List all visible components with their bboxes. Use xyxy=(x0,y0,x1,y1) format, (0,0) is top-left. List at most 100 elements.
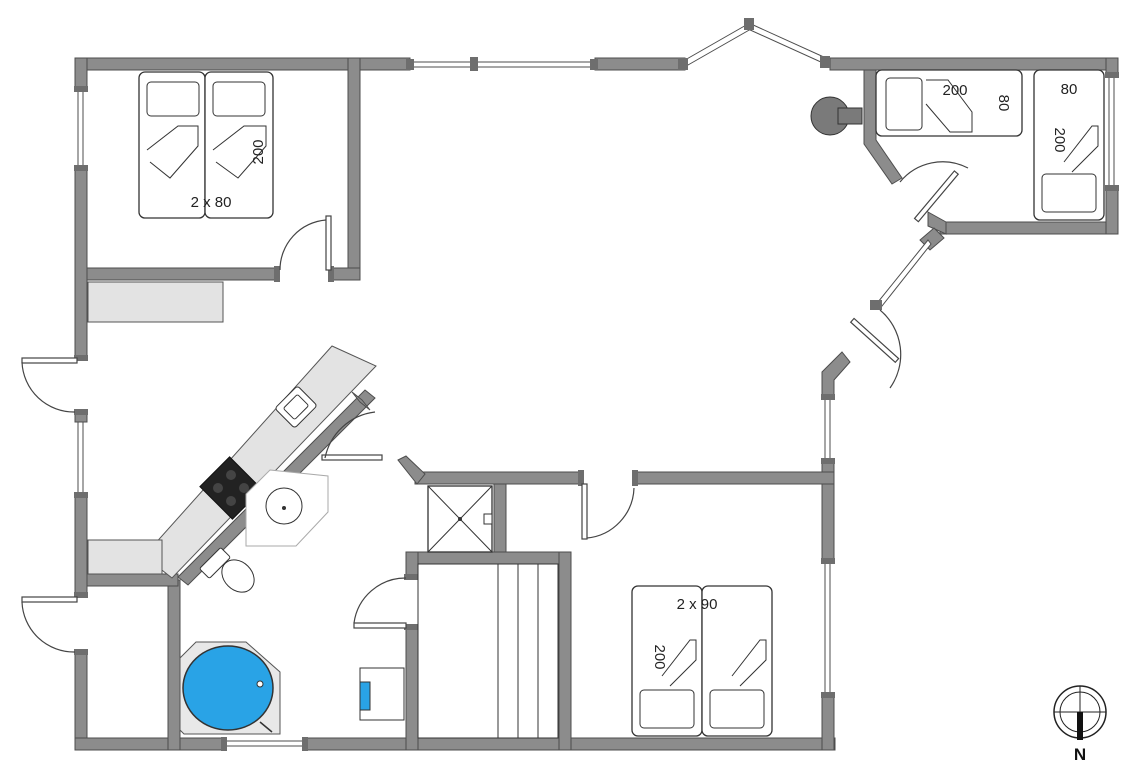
window-marker xyxy=(632,470,638,486)
door-swing-se-bedroom xyxy=(586,487,635,539)
bathroom xyxy=(179,485,493,735)
window-west-2 xyxy=(77,421,84,496)
window-marker xyxy=(1105,72,1119,78)
bedroom-ne: 200 80 80 200 xyxy=(810,69,1105,221)
door-se-bedroom[interactable] xyxy=(581,483,588,540)
wall-ne-angle-1 xyxy=(829,57,1119,71)
bed-ne-length-label: 200 xyxy=(942,82,967,99)
cooktop-burner xyxy=(226,496,236,506)
door-nw-bedroom[interactable] xyxy=(325,215,332,271)
window-marker xyxy=(404,624,420,630)
bed-nw-width-label: 2 x 80 xyxy=(191,194,232,211)
wall-nw-bedroom-stub xyxy=(331,267,361,281)
pillow-ne-horizontal xyxy=(885,77,923,131)
duvet-fold-ne-horizontal xyxy=(925,79,973,133)
window-marker xyxy=(74,649,88,655)
washbasin-drain xyxy=(282,506,286,510)
door-ne-bedroom[interactable] xyxy=(913,170,960,223)
window-marker xyxy=(404,574,420,580)
wall-west-1 xyxy=(74,57,88,91)
window-marker xyxy=(744,18,754,30)
window-bay-2 xyxy=(747,23,827,64)
window-markers xyxy=(74,18,1119,751)
bathtub-water[interactable] xyxy=(182,645,274,731)
bathtub-faucet xyxy=(259,721,273,733)
window-marker xyxy=(821,458,835,464)
pillow-nw-right xyxy=(212,81,266,117)
pillow-nw-left xyxy=(146,81,200,117)
wall-east-2 xyxy=(821,694,835,751)
cooktop-burner xyxy=(226,470,236,480)
door-swing-bathroom xyxy=(324,411,376,459)
walls xyxy=(74,57,1119,751)
pillow-se-left xyxy=(639,689,695,729)
kitchen-sink[interactable] xyxy=(275,386,317,428)
window-ne-diagonal xyxy=(877,239,932,307)
window-marker xyxy=(821,692,835,698)
compass-north-label: N xyxy=(1074,745,1086,764)
window-ne-east xyxy=(1108,75,1115,191)
duvet-fold-nw-left xyxy=(146,125,199,179)
toilet[interactable] xyxy=(215,553,260,598)
door-utility[interactable] xyxy=(353,622,407,629)
utility-shelf xyxy=(417,563,559,739)
wall-bedroom3-west xyxy=(558,551,572,751)
hall-ledge xyxy=(87,539,163,575)
wall-hall-diagonal-2 xyxy=(397,455,426,485)
window-marker xyxy=(1105,185,1119,191)
compass: N xyxy=(1053,685,1107,764)
door-west-lower[interactable] xyxy=(21,596,78,603)
window-marker xyxy=(74,492,88,498)
bed-se-width-label: 2 x 90 xyxy=(677,596,718,613)
duvet-fold-nw-right xyxy=(212,125,267,179)
bed-ne-vertical-width-label: 80 xyxy=(1061,81,1078,98)
door-swing-ne-bedroom xyxy=(899,161,969,183)
door-swing-west-lower xyxy=(21,601,76,653)
door-bathroom[interactable] xyxy=(321,454,383,461)
wall-ne-bedroom-south xyxy=(939,221,1119,235)
bedroom-nw: 2 x 80 200 xyxy=(87,71,274,323)
bed-ne-vertical-length-label: 200 xyxy=(1051,127,1068,152)
pillow-ne-vertical xyxy=(1041,173,1097,213)
wall-ne-angle-2 xyxy=(863,69,903,185)
kitchen xyxy=(87,345,377,598)
wall-west-4 xyxy=(74,494,88,596)
window-marker xyxy=(821,558,835,564)
door-swing-west-entry xyxy=(21,361,76,413)
door-east-terrace[interactable] xyxy=(849,317,900,364)
wall-west-5 xyxy=(74,651,88,751)
window-east-1 xyxy=(824,561,831,696)
window-marker xyxy=(870,300,882,310)
windows xyxy=(77,23,1115,747)
door-west-entry[interactable] xyxy=(21,357,78,364)
window-marker xyxy=(74,355,88,361)
wall-se-bedroom-north xyxy=(635,471,835,485)
duvet-fold-se-right xyxy=(731,639,767,687)
duvet-fold-ne-vertical xyxy=(1063,125,1099,173)
wall-ne-divider xyxy=(927,211,947,235)
window-marker xyxy=(74,165,88,171)
window-marker xyxy=(406,59,414,70)
cooktop-burner xyxy=(213,483,223,493)
wall-shower-east xyxy=(493,483,507,557)
sink-basin xyxy=(283,394,309,420)
window-marker xyxy=(302,737,308,751)
wall-nw-bedroom-south xyxy=(86,267,280,281)
wall-north-2 xyxy=(594,57,686,71)
window-bay-1 xyxy=(684,23,752,66)
window-south-1 xyxy=(224,740,306,747)
wall-nw-bedroom-east xyxy=(347,57,361,281)
shower-tap xyxy=(483,513,493,525)
window-marker xyxy=(74,86,88,92)
wall-corridor-north xyxy=(414,471,584,485)
window-marker xyxy=(74,409,88,415)
pillow-se-right xyxy=(709,689,765,729)
wall-bath-west xyxy=(167,579,181,751)
wall-bath-north xyxy=(86,573,179,587)
bed-ne-width-label: 80 xyxy=(995,95,1012,112)
bathtub-drain xyxy=(256,680,264,688)
window-marker xyxy=(578,470,584,486)
window-east-2 xyxy=(824,397,831,463)
